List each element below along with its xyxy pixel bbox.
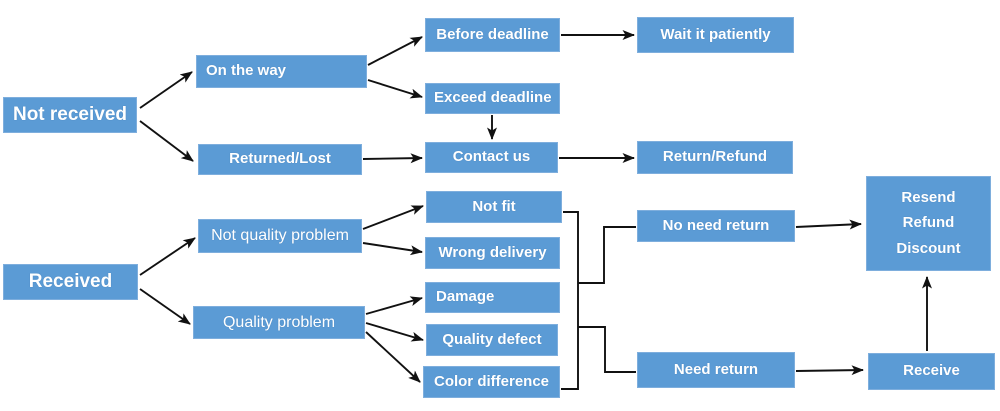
edge-bus-to-need-return (578, 326, 636, 373)
edge-quality-to-quality-defect (365, 322, 424, 342)
edge-not-quality-to-not-fit (362, 205, 424, 230)
flow-node-returned-lost: Returned/Lost (198, 144, 362, 175)
flow-node-receive: Receive (868, 353, 995, 390)
flow-node-wait-it-patiently: Wait it patiently (637, 17, 794, 53)
edge-returned-lost-to-contact-us (362, 153, 423, 164)
edge-not-received-to-on-the-way (139, 71, 193, 109)
edge-on-the-way-to-before-deadline (367, 36, 423, 66)
edge-quality-to-color-difference (365, 331, 421, 383)
flow-node-contact-us: Contact us (425, 142, 558, 173)
edge-not-received-to-returned-lost (139, 120, 194, 162)
flow-node-before-deadline: Before deadline (425, 18, 560, 52)
flow-node-not-fit: Not fit (426, 191, 562, 223)
flow-node-no-need-return: No need return (637, 210, 795, 242)
flow-node-received: Received (3, 264, 138, 300)
flow-node-on-the-way: On the way (196, 55, 367, 88)
edge-on-the-way-to-exceed-deadline (367, 79, 423, 99)
flow-node-resend-refund-discount-line: Resend (901, 188, 956, 206)
flow-node-not-quality-problem: Not quality problem (198, 219, 362, 253)
edge-collector-bus (561, 211, 579, 390)
flow-node-not-received: Not received (3, 97, 137, 133)
edge-received-to-not-quality-problem (139, 237, 196, 276)
edge-bus-to-no-need-return (578, 226, 636, 284)
edge-received-to-quality-problem (139, 288, 191, 325)
flow-node-resend-refund-discount-line: Discount (896, 239, 961, 257)
flow-node-exceed-deadline: Exceed deadline (425, 83, 560, 114)
flow-node-damage: Damage (425, 282, 560, 313)
edge-not-quality-to-wrong-delivery (362, 242, 423, 256)
flow-node-color-difference: Color difference (423, 366, 560, 398)
flow-node-resend-refund-discount-line: Refund (902, 214, 955, 232)
edge-no-need-return-to-resend (795, 219, 862, 230)
flow-node-quality-problem: Quality problem (193, 306, 365, 339)
flow-node-need-return: Need return (637, 352, 795, 388)
flow-node-wrong-delivery: Wrong delivery (425, 237, 560, 269)
edge-need-return-to-receive (795, 365, 864, 376)
flow-node-return-refund: Return/Refund (637, 141, 793, 174)
edge-quality-to-damage (365, 296, 423, 315)
flow-node-quality-defect: Quality defect (426, 324, 558, 356)
